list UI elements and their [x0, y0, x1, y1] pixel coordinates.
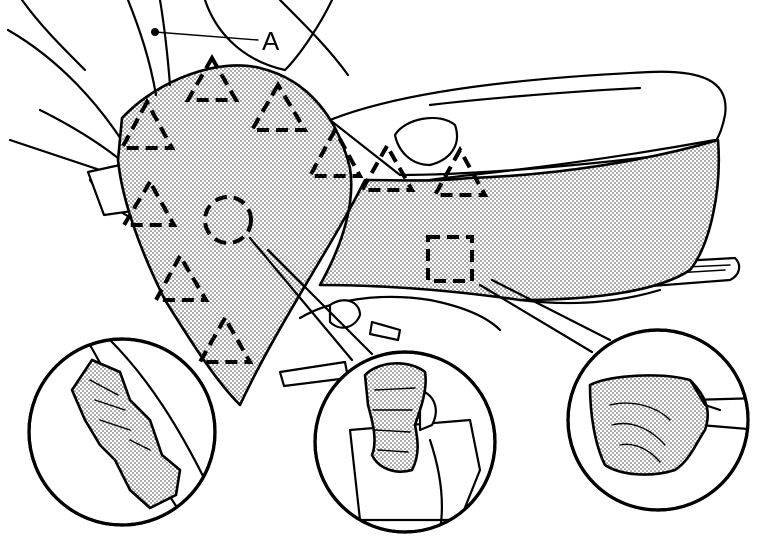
triangle-marker: [152, 251, 210, 302]
detail-circle-left: [27, 337, 217, 527]
triangle-marker: [306, 125, 364, 178]
detail-circle-middle: [313, 350, 497, 534]
triangle-marker: [120, 178, 178, 227]
circle-marker: [203, 195, 253, 245]
leader-lines: [248, 236, 612, 362]
triangle-marker: [118, 97, 176, 150]
triangle-marker: [358, 141, 416, 192]
seat-side-cover: [116, 64, 721, 407]
detail-circle-right: [566, 328, 750, 512]
square-marker: [426, 235, 474, 283]
clip-markers: [118, 53, 489, 364]
callout-label-a: A: [262, 26, 280, 56]
triangle-marker: [196, 313, 254, 364]
callout-a: A: [126, 0, 280, 97]
triangle-marker: [248, 81, 309, 132]
triangle-marker: [431, 145, 489, 197]
triangle-marker: [184, 53, 240, 102]
